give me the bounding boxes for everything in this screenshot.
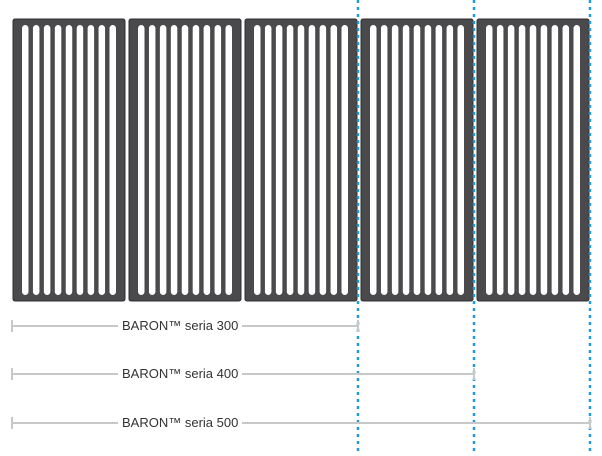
grate-slot [496, 25, 504, 295]
grates-group [12, 18, 590, 302]
series-label-300: BARON™ seria 300 [118, 318, 243, 334]
grate-4 [360, 18, 474, 302]
grate-slot [308, 25, 316, 295]
grate-slot [192, 25, 200, 295]
grate-2 [128, 18, 242, 302]
grate-slot [138, 25, 145, 295]
grate-slot [286, 25, 294, 295]
grate-slot [457, 25, 464, 295]
grate-slot [507, 25, 515, 295]
grate-slot [380, 25, 388, 295]
series-range-2 [11, 368, 475, 380]
grate-slot [413, 25, 421, 295]
grate-slot [402, 25, 410, 295]
grate-1 [12, 18, 126, 302]
grate-slot [254, 25, 261, 295]
grate-slot [562, 25, 570, 295]
divider-lines-group [356, 0, 592, 451]
grate-slot [159, 25, 167, 295]
grate-slot [76, 25, 84, 295]
grate-slot [32, 25, 40, 295]
grate-slot [518, 25, 526, 295]
grate-slot [341, 25, 348, 295]
grate-slot [370, 25, 377, 295]
grate-slot [573, 25, 580, 295]
grate-slot [486, 25, 493, 295]
grate-slot [391, 25, 399, 295]
grate-slot [214, 25, 222, 295]
series-label-500: BARON™ seria 500 [118, 415, 243, 431]
grate-slot [87, 25, 95, 295]
grate-slot [446, 25, 454, 295]
grate-slot [203, 25, 211, 295]
grate-slot [264, 25, 272, 295]
series-range-lines-group [11, 320, 591, 429]
grate-slot [109, 25, 116, 295]
grate-slot [43, 25, 51, 295]
grate-slot [98, 25, 106, 295]
grate-5 [476, 18, 590, 302]
grate-slot [275, 25, 283, 295]
series-range-3 [11, 417, 591, 429]
grate-slot [181, 25, 189, 295]
grate-slot [529, 25, 537, 295]
grate-slot [148, 25, 156, 295]
grate-slot [225, 25, 232, 295]
grate-slot [540, 25, 548, 295]
grate-slot [65, 25, 73, 295]
grate-slot [551, 25, 559, 295]
grate-slot [22, 25, 29, 295]
grate-slot [319, 25, 327, 295]
grate-slot [435, 25, 443, 295]
series-label-400: BARON™ seria 400 [118, 366, 243, 382]
grate-slot [54, 25, 62, 295]
grate-3 [244, 18, 358, 302]
grate-slot [330, 25, 338, 295]
grate-slot [297, 25, 305, 295]
grate-slot [170, 25, 178, 295]
grate-slot [424, 25, 432, 295]
